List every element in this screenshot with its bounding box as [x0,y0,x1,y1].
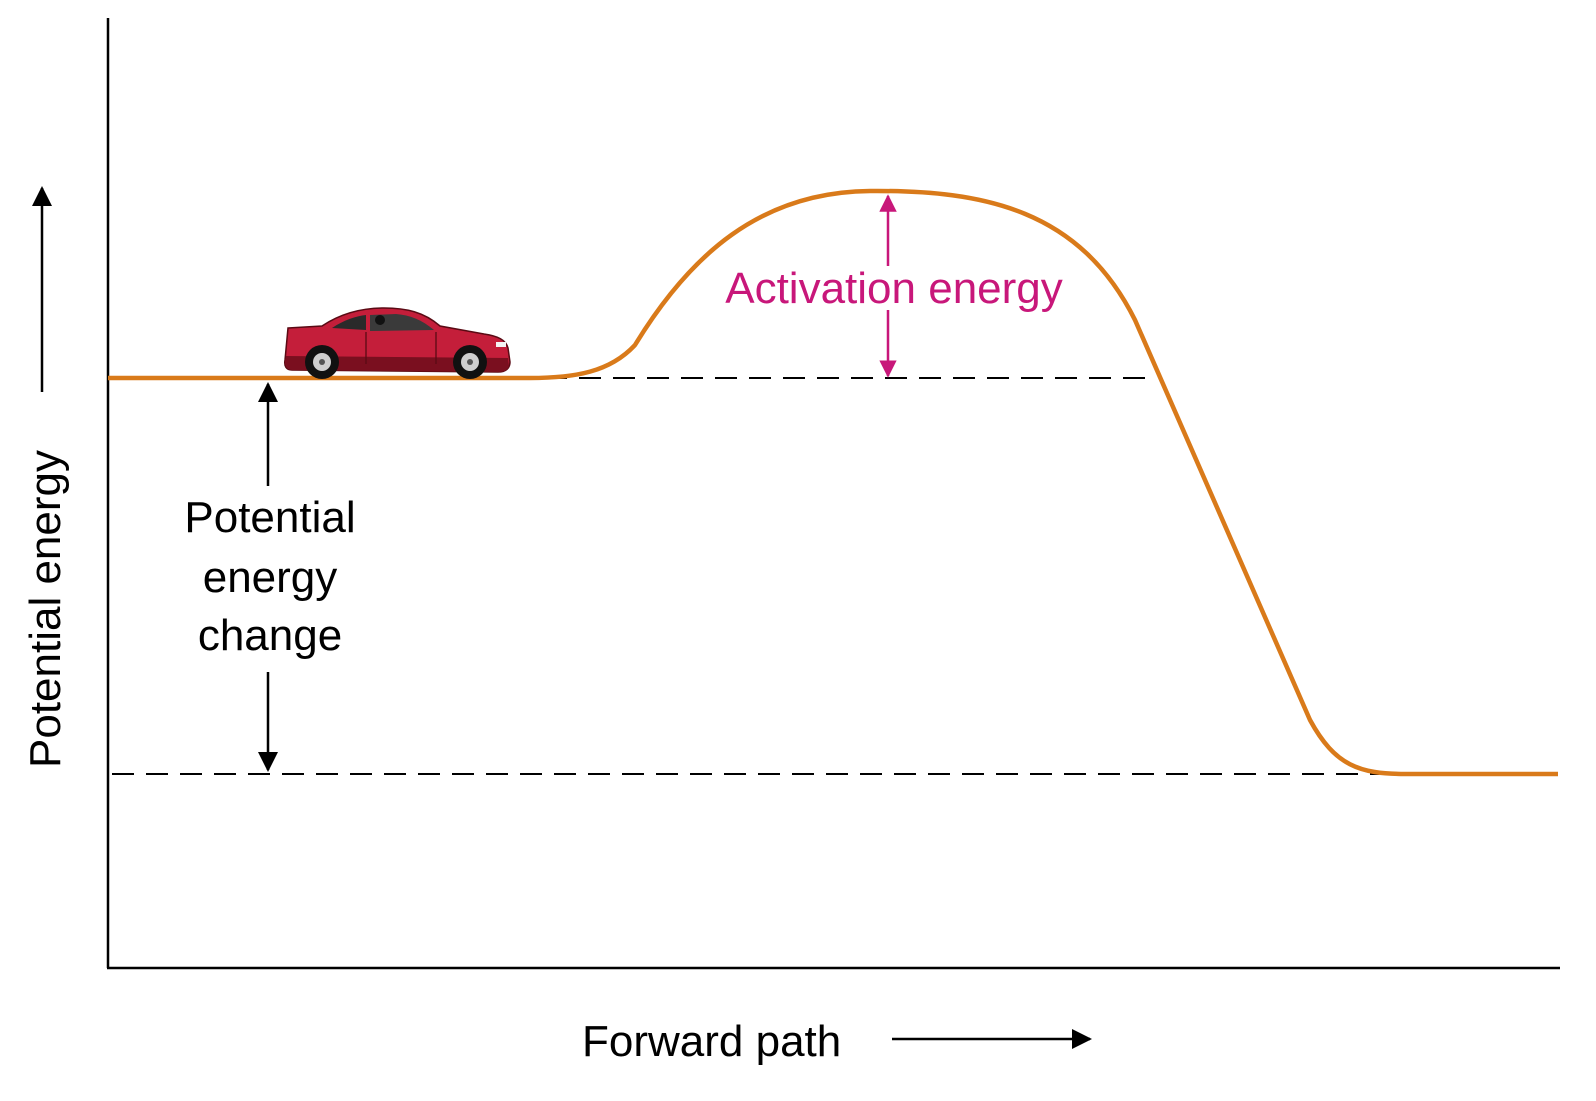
car-front-wheel [453,345,487,379]
car-side-window [370,314,434,331]
x-axis-label: Forward path [582,1017,841,1066]
y-axis-label: Potential energy [21,450,70,768]
pe-change-label-line-2: energy [203,553,338,602]
car-rear-wheel [305,345,339,379]
energy-curve [108,188,1558,777]
car-rear-window [332,315,366,330]
car-driver [375,315,385,325]
pe-change-label-line-3: change [198,611,342,660]
car-icon [284,307,511,379]
pe-change-label-line-1: Potential [184,493,355,542]
activation-energy-label: Activation energy [725,264,1063,313]
